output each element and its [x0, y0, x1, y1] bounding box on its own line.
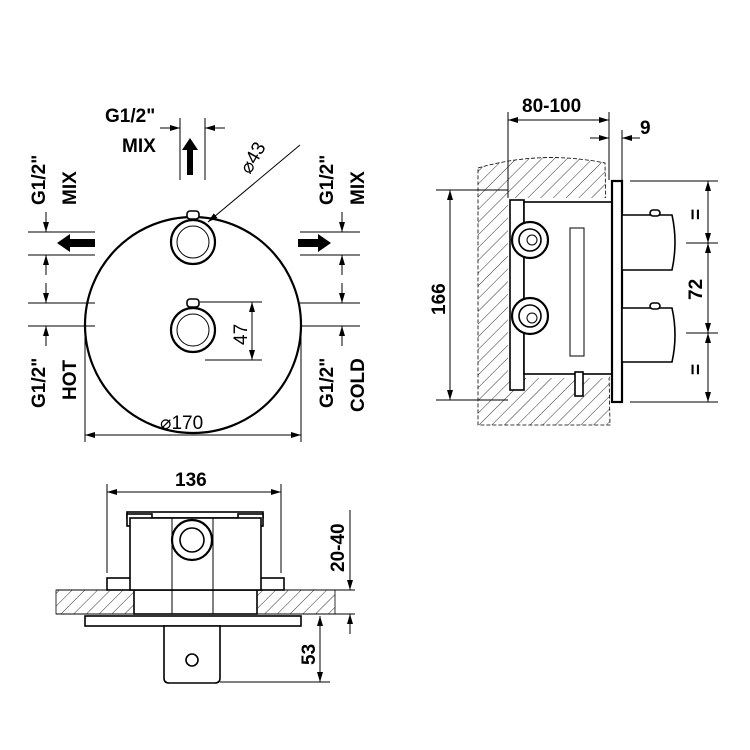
top-knob-side: [621, 214, 676, 271]
front-view: G1/2" MIX ⌀43 G1/2" MIX G1/2" MIX G1/2" …: [28, 106, 369, 442]
equal-top-label: =: [686, 209, 707, 220]
side-view: 80-100 9 166 = 72 =: [429, 96, 718, 426]
arrow-left-icon: [57, 234, 95, 252]
arrow-right-icon: [298, 234, 331, 252]
wall-depth-label: 80-100: [522, 96, 581, 117]
bottom-knob: [169, 306, 217, 354]
bottom-knob-side: [621, 307, 676, 363]
cold-inlet-label: COLD: [348, 358, 369, 412]
plate-diameter-label: ⌀170: [160, 413, 203, 434]
top-knob: [169, 218, 217, 266]
knob-spacing-label: 47: [231, 324, 252, 345]
right-thread-label: G1/2": [317, 155, 338, 205]
plate-thickness-label: 9: [640, 118, 651, 139]
arrow-up-icon: [182, 138, 198, 175]
cover-plate-side: [610, 179, 624, 404]
knob-indicator: [186, 210, 200, 220]
left-thread-label: G1/2": [29, 155, 50, 205]
plan-view: 136 20-40 53: [55, 470, 355, 684]
side-knob-spacing-label: 72: [686, 279, 707, 300]
plaster-depth-label: 20-40: [328, 523, 349, 572]
right-outlet-label: MIX: [348, 171, 369, 205]
cold-thread-label: G1/2": [317, 358, 338, 408]
top-thread-label: G1/2": [105, 106, 155, 127]
width-label: 136: [175, 470, 207, 491]
cover-plate-plan: [84, 615, 302, 627]
left-outlet-label: MIX: [60, 171, 81, 205]
top-outlet-label: MIX: [122, 136, 156, 157]
equal-bottom-label: =: [686, 364, 707, 375]
height-label: 166: [429, 283, 450, 315]
projection-label: 53: [299, 644, 320, 665]
hot-thread-label: G1/2": [29, 358, 50, 408]
knob-diameter-label: ⌀43: [236, 139, 270, 178]
hot-inlet-label: HOT: [60, 360, 81, 401]
knob-indicator: [186, 298, 200, 308]
